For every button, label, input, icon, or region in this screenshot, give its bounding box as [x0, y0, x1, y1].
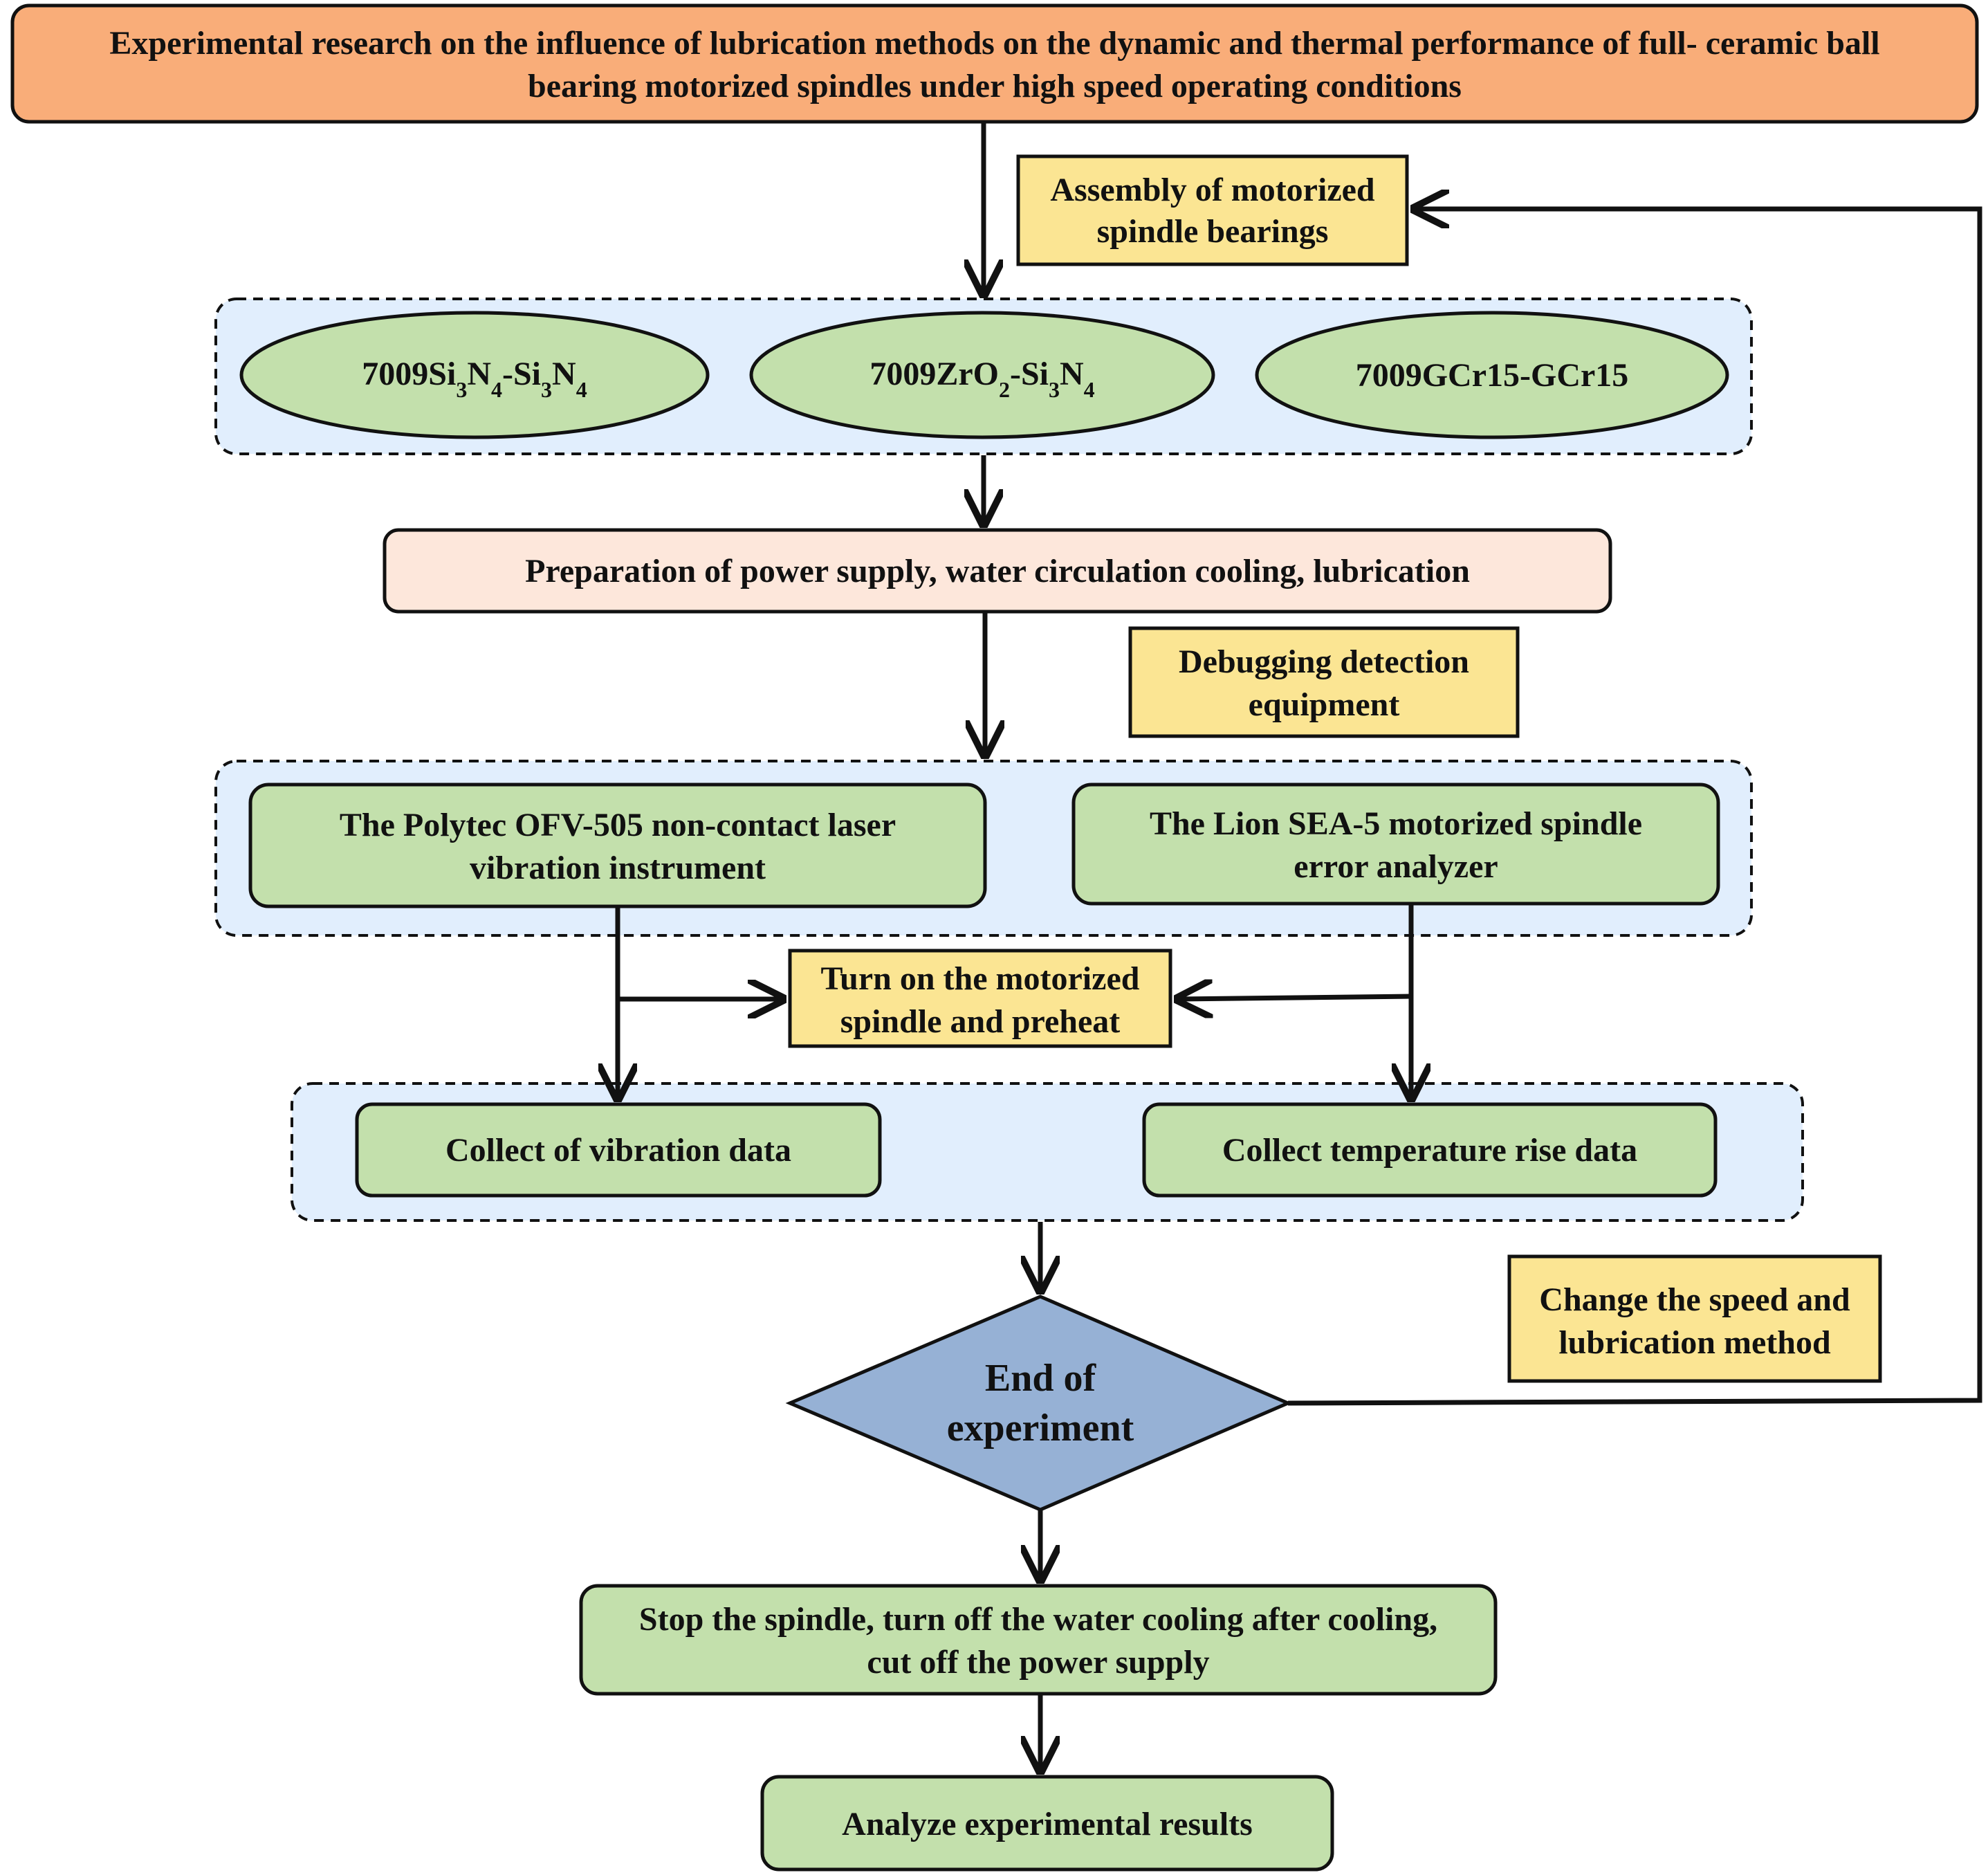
title-line-1: Experimental research on the influence o… — [109, 25, 1879, 62]
bearing-ellipse-3 — [1255, 311, 1729, 439]
change-note-box — [1507, 1254, 1882, 1383]
analyze-box — [760, 1775, 1334, 1872]
debug-note-line-2: equipment — [1249, 686, 1400, 723]
assembly-note-line-1: Assembly of motorized — [1050, 172, 1375, 208]
stop-line-2: cut off the power supply — [867, 1644, 1209, 1681]
stop-box — [579, 1584, 1498, 1696]
loop-back-arrow — [1287, 209, 1982, 1406]
arrow-analyzer-to-preheat — [1179, 996, 1412, 999]
decision-line-1: End of — [985, 1357, 1097, 1400]
preheat-note-line-2: spindle and preheat — [840, 1003, 1121, 1040]
bearing-label-1: 7009Si3N4-Si3N4 — [362, 356, 587, 402]
assembly-note-line-2: spindle bearings — [1097, 213, 1329, 250]
preheat-note-box — [788, 949, 1172, 1048]
bearing-label-2: 7009ZrO2-Si3N4 — [869, 356, 1094, 402]
preheat-note-line-1: Turn on the motorized — [821, 960, 1140, 997]
stop-line-1: Stop the spindle, turn off the water coo… — [639, 1601, 1437, 1638]
decision-diamond — [785, 1295, 1293, 1512]
analyze-text: Analyze experimental results — [842, 1806, 1253, 1842]
collect-vibration-box — [355, 1102, 882, 1198]
change-note-line-1: Change the speed and — [1539, 1281, 1850, 1318]
collect-temperature-box — [1142, 1102, 1718, 1198]
debug-note-line-1: Debugging detection — [1179, 643, 1469, 680]
instrument-2-line-1: The Lion SEA-5 motorized spindle — [1150, 805, 1642, 842]
instrument-1-line-2: vibration instrument — [470, 850, 766, 886]
bearing-ellipse-1 — [239, 311, 710, 439]
assembly-note-box — [1016, 154, 1409, 266]
title-box — [10, 3, 1979, 124]
bearing-ellipse-2 — [749, 311, 1215, 439]
bearing-label-3: 7009GCr15-GCr15 — [1356, 357, 1629, 394]
preparation-box — [383, 528, 1612, 614]
debug-note-box — [1128, 626, 1520, 738]
title-line-2: bearing motorized spindles under high sp… — [528, 68, 1462, 104]
change-note-line-2: lubrication method — [1558, 1324, 1831, 1361]
collect-temperature-text: Collect temperature rise data — [1222, 1132, 1637, 1169]
instrument-2-line-2: error analyzer — [1294, 848, 1498, 885]
instrument-box-1 — [248, 783, 987, 908]
instrument-box-2 — [1071, 783, 1720, 906]
collect-vibration-text: Collect of vibration data — [445, 1132, 791, 1169]
decision-line-2: experiment — [947, 1407, 1134, 1449]
preparation-text: Preparation of power supply, water circu… — [525, 553, 1470, 589]
instrument-1-line-1: The Polytec OFV-505 non-contact laser — [340, 807, 896, 843]
